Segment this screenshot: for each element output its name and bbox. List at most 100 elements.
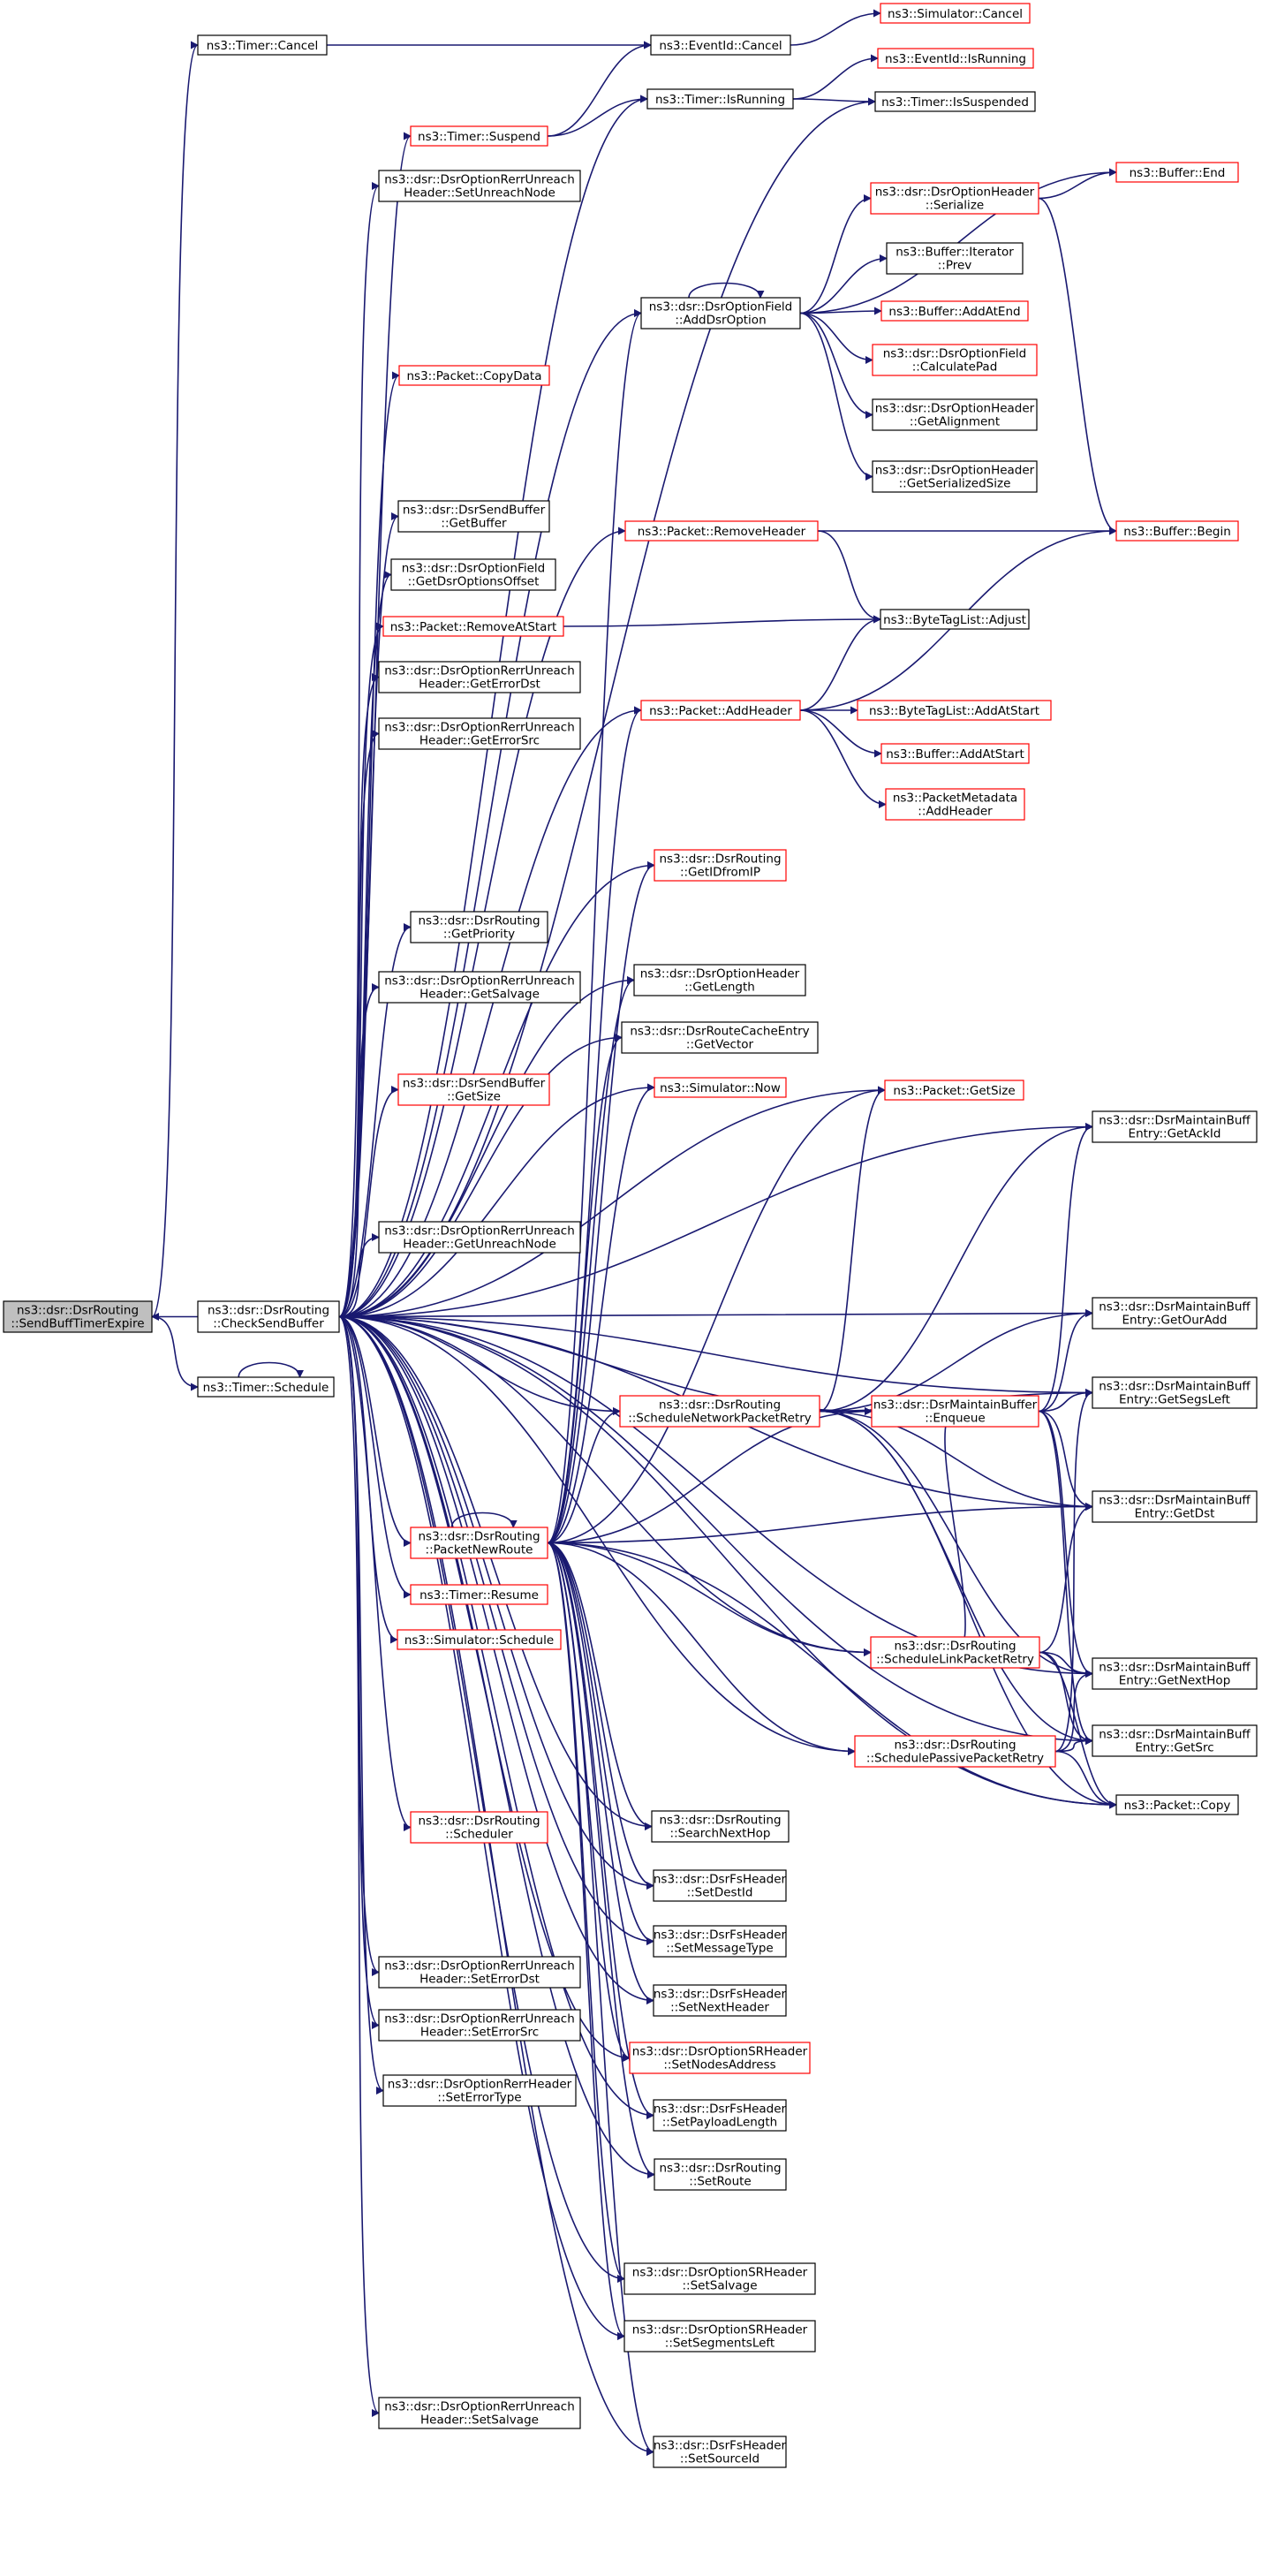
node-box xyxy=(640,700,801,721)
node-label: ns3::EventId::Cancel xyxy=(659,39,782,53)
node-fs-setmsgtype[interactable]: ns3::dsr::DsrFsHeader::SetMessageType xyxy=(653,1925,787,1958)
node-bytetaglist-adjust[interactable]: ns3::ByteTagList::Adjust xyxy=(880,609,1030,630)
node-packet-addheader[interactable]: ns3::Packet::AddHeader xyxy=(640,700,801,721)
node-packet-copy[interactable]: ns3::Packet::Copy xyxy=(1115,1794,1239,1815)
node-getidfromip[interactable]: ns3::dsr::DsrRouting::GetIDfromIP xyxy=(654,849,787,882)
call-edge xyxy=(547,309,642,1544)
node-fs-setpayloadlen[interactable]: ns3::dsr::DsrFsHeader::SetPayloadLength xyxy=(653,2099,787,2132)
node-label: ns3::dsr::DsrMaintainBuff xyxy=(1099,1728,1251,1742)
node-timer-cancel[interactable]: ns3::Timer::Cancel xyxy=(197,34,328,56)
call-edge xyxy=(547,1542,654,1945)
node-label: ::GetVector xyxy=(686,1038,754,1052)
node-fs-setdestid[interactable]: ns3::dsr::DsrFsHeader::SetDestId xyxy=(653,1869,787,1902)
node-getsersize[interactable]: ns3::dsr::DsrOptionHeader::GetSerialized… xyxy=(872,460,1038,493)
node-calcpad[interactable]: ns3::dsr::DsrOptionField::CalculatePad xyxy=(872,344,1038,376)
call-edge xyxy=(688,282,765,299)
call-edge xyxy=(338,983,380,1318)
node-getdsroptionsoffset[interactable]: ns3::dsr::DsrOptionField::GetDsrOptionsO… xyxy=(390,558,556,591)
call-edge xyxy=(1054,1750,1117,1809)
node-buffer-begin[interactable]: ns3::Buffer::Begin xyxy=(1115,520,1239,542)
call-edge xyxy=(547,1542,654,1890)
node-label: ns3::Packet::RemoveHeader xyxy=(638,525,806,539)
node-timer-isrunning[interactable]: ns3::Timer::IsRunning xyxy=(646,88,794,110)
node-bytetaglist-addatstart[interactable]: ns3::ByteTagList::AddAtStart xyxy=(857,700,1052,721)
node-box xyxy=(1115,520,1239,542)
node-iter-prev[interactable]: ns3::Buffer::Iterator::Prev xyxy=(886,242,1024,275)
node-packet-getsize[interactable]: ns3::Packet::GetSize xyxy=(884,1080,1024,1101)
node-sim-cancel[interactable]: ns3::Simulator::Cancel xyxy=(880,3,1031,24)
node-label: Entry::GetSrc xyxy=(1135,1741,1213,1755)
node-rerr-geterrorsrc[interactable]: ns3::dsr::DsrOptionRerrUnreachHeader::Ge… xyxy=(378,717,581,750)
node-label: ns3::EventId::IsRunning xyxy=(885,52,1026,66)
node-searchnexthop[interactable]: ns3::dsr::DsrRouting::SearchNextHop xyxy=(651,1810,790,1843)
call-edge xyxy=(799,194,872,314)
node-mbe-getsegsleft[interactable]: ns3::dsr::DsrMaintainBuffEntry::GetSegsL… xyxy=(1092,1376,1258,1409)
call-edge xyxy=(944,1407,966,1654)
node-label: ns3::dsr::DsrMaintainBuff xyxy=(1099,1300,1251,1315)
node-sched-passive[interactable]: ns3::dsr::DsrRouting::SchedulePassivePac… xyxy=(854,1735,1056,1768)
node-mbe-getnexthop[interactable]: ns3::dsr::DsrMaintainBuffEntry::GetNextH… xyxy=(1092,1657,1258,1690)
node-label: ns3::dsr::DsrRouting xyxy=(659,1398,781,1413)
node-packet-removeheader[interactable]: ns3::Packet::RemoveHeader xyxy=(624,520,819,542)
node-rerrhdr-seterrortype[interactable]: ns3::dsr::DsrOptionRerrHeader::SetErrorT… xyxy=(382,2074,577,2107)
call-edge xyxy=(799,615,881,711)
node-rerr-getunreach[interactable]: ns3::dsr::DsrOptionRerrUnreachHeader::Ge… xyxy=(378,1221,581,1254)
node-timer-schedule[interactable]: ns3::Timer::Schedule xyxy=(197,1376,335,1398)
node-box xyxy=(654,1077,787,1098)
node-sched-netpkt[interactable]: ns3::dsr::DsrRouting::ScheduleNetworkPac… xyxy=(619,1395,820,1428)
node-box xyxy=(886,242,1024,275)
node-scheduler[interactable]: ns3::dsr::DsrRouting::Scheduler xyxy=(410,1811,548,1844)
node-checksendbuffer[interactable]: ns3::dsr::DsrRouting::CheckSendBuffer xyxy=(197,1300,340,1333)
node-timer-suspend[interactable]: ns3::Timer::Suspend xyxy=(410,125,548,147)
node-buffer-addatend[interactable]: ns3::Buffer::AddAtEnd xyxy=(880,300,1029,322)
node-box xyxy=(654,2158,787,2191)
node-getpriority[interactable]: ns3::dsr::DsrRouting::GetPriority xyxy=(410,911,548,943)
node-mbe-getouradd[interactable]: ns3::dsr::DsrMaintainBuffEntry::GetOurAd… xyxy=(1092,1297,1258,1330)
node-buffer-addatstart[interactable]: ns3::Buffer::AddAtStart xyxy=(880,743,1030,764)
node-rerr-geterrordst[interactable]: ns3::dsr::DsrOptionRerrUnreachHeader::Ge… xyxy=(378,661,581,693)
node-timer-issuspended[interactable]: ns3::Timer::IsSuspended xyxy=(874,91,1036,112)
node-addDsrOption[interactable]: ns3::dsr::DsrOptionField::AddDsrOption xyxy=(640,297,801,330)
node-sim-now[interactable]: ns3::Simulator::Now xyxy=(654,1077,787,1098)
node-label: Header::GetUnreachNode xyxy=(403,1238,556,1252)
node-pktmeta-addheader[interactable]: ns3::PacketMetadata::AddHeader xyxy=(885,788,1025,821)
node-setroute[interactable]: ns3::dsr::DsrRouting::SetRoute xyxy=(654,2158,787,2191)
node-buffer-end[interactable]: ns3::Buffer::End xyxy=(1115,162,1239,183)
node-fs-setnextheader[interactable]: ns3::dsr::DsrFsHeader::SetNextHeader xyxy=(653,1984,787,2017)
node-sendbuffer-getbuffer[interactable]: ns3::dsr::DsrSendBuffer::GetBuffer xyxy=(397,500,550,533)
node-sr-setnodesaddr[interactable]: ns3::dsr::DsrOptionSRHeader::SetNodesAdd… xyxy=(629,2042,811,2074)
node-box xyxy=(397,1629,562,1650)
node-rerr-setunreach[interactable]: ns3::dsr::DsrOptionRerrUnreachHeader::Se… xyxy=(378,170,581,202)
node-label: ns3::dsr::DsrRouting xyxy=(659,1814,781,1828)
node-box xyxy=(378,2397,581,2429)
node-getalign[interactable]: ns3::dsr::DsrOptionHeader::GetAlignment xyxy=(872,398,1038,431)
node-opthdr-serialize[interactable]: ns3::dsr::DsrOptionHeader::Serialize xyxy=(870,182,1039,215)
node-label: ns3::dsr::DsrMaintainBuff xyxy=(1099,1661,1251,1675)
node-sr-setsegleft[interactable]: ns3::dsr::DsrOptionSRHeader::SetSegments… xyxy=(623,2320,816,2352)
node-packet-removeatstart[interactable]: ns3::Packet::RemoveAtStart xyxy=(382,616,564,637)
node-box xyxy=(646,88,794,110)
node-eventid-isrunning[interactable]: ns3::EventId::IsRunning xyxy=(877,48,1034,69)
node-sr-setsalvage[interactable]: ns3::dsr::DsrOptionSRHeader::SetSalvage xyxy=(623,2262,816,2295)
node-rerr-getsalvage[interactable]: ns3::dsr::DsrOptionRerrUnreachHeader::Ge… xyxy=(378,971,581,1004)
node-eventid-cancel[interactable]: ns3::EventId::Cancel xyxy=(650,34,791,56)
node-fs-setsourceid[interactable]: ns3::dsr::DsrFsHeader::SetSourceId xyxy=(653,2436,787,2468)
node-rerr-setsalvage[interactable]: ns3::dsr::DsrOptionRerrUnreachHeader::Se… xyxy=(378,2397,581,2429)
call-edge xyxy=(1039,1503,1093,1654)
node-sim-schedule[interactable]: ns3::Simulator::Schedule xyxy=(397,1629,562,1650)
node-routecache-getvector[interactable]: ns3::dsr::DsrRouteCacheEntry::GetVector xyxy=(621,1021,819,1054)
node-timer-resume[interactable]: ns3::Timer::Resume xyxy=(410,1584,548,1605)
node-sendbuffer-getsize[interactable]: ns3::dsr::DsrSendBuffer::GetSize xyxy=(397,1073,550,1106)
node-packet-copydata[interactable]: ns3::Packet::CopyData xyxy=(398,365,550,386)
node-opthdr-getlength[interactable]: ns3::dsr::DsrOptionHeader::GetLength xyxy=(633,964,806,996)
node-rerr-seterrordst[interactable]: ns3::dsr::DsrOptionRerrUnreachHeader::Se… xyxy=(378,1956,581,1989)
call-edge xyxy=(338,622,384,1318)
node-label: ::SetNodesAddress xyxy=(663,2058,775,2072)
node-mb-enqueue[interactable]: ns3::dsr::DsrMaintainBuffer::Enqueue xyxy=(871,1395,1039,1428)
node-packetnewroute[interactable]: ns3::dsr::DsrRouting::PacketNewRoute xyxy=(410,1527,548,1559)
node-sched-linkpkt[interactable]: ns3::dsr::DsrRouting::ScheduleLinkPacket… xyxy=(870,1636,1040,1669)
node-rerr-seterrorsrc[interactable]: ns3::dsr::DsrOptionRerrUnreachHeader::Se… xyxy=(378,2009,581,2042)
